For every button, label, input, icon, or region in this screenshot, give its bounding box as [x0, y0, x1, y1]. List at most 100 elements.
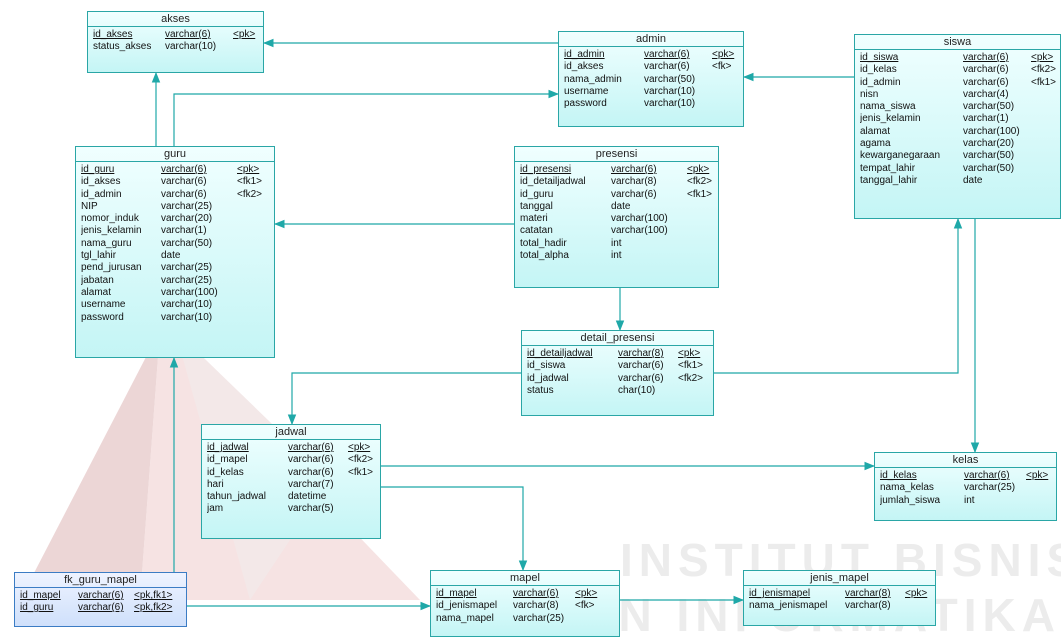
column-key: <pk> — [233, 29, 256, 40]
column-type: varchar(1) — [161, 225, 207, 237]
column-type: varchar(8) — [513, 600, 559, 612]
link-guru-admin — [173, 89, 560, 146]
column-type: varchar(50) — [644, 73, 696, 85]
column-type: varchar(4) — [963, 88, 1009, 100]
column-type: varchar(10) — [644, 98, 696, 110]
column-key: <fk1> — [687, 188, 713, 200]
column-row: total_alpha int — [520, 250, 713, 262]
column-type: varchar(50) — [161, 237, 213, 249]
column-name: id_kelas — [880, 470, 917, 481]
column-key: <pk> — [678, 348, 701, 359]
column-name: id_detailjadwal — [520, 176, 586, 188]
column-name: NIP — [81, 200, 98, 212]
column-type: varchar(25) — [513, 612, 565, 624]
column-type: varchar(50) — [963, 101, 1015, 113]
column-type: varchar(8) — [611, 176, 657, 188]
column-type: varchar(100) — [161, 286, 218, 298]
column-type: int — [964, 494, 975, 506]
column-key: <fk2> — [237, 188, 263, 200]
column-type: varchar(1) — [963, 113, 1009, 125]
column-type: int — [611, 237, 622, 249]
column-key: <fk2> — [1031, 64, 1057, 76]
column-key: <pk> — [1026, 470, 1049, 481]
column-type: varchar(8) — [618, 348, 664, 359]
column-name: id_siswa — [860, 52, 899, 63]
column-type: varchar(10) — [644, 85, 696, 97]
column-type: varchar(25) — [161, 262, 213, 274]
entity-title: admin — [559, 32, 743, 47]
column-row: id_detailjadwal varchar(8) <fk2> — [520, 176, 713, 188]
link-detail-siswa — [714, 217, 963, 374]
column-name: id_kelas — [860, 64, 897, 76]
column-name: agama — [860, 138, 891, 150]
column-name: tempat_lahir — [860, 162, 916, 174]
column-name: catatan — [520, 225, 553, 237]
column-name: tanggal_lahir — [860, 174, 918, 186]
column-type: int — [611, 250, 622, 262]
link-detail-jadwal — [287, 372, 521, 426]
column-name: id_presensi — [520, 164, 572, 175]
column-name: id_admin — [860, 76, 901, 88]
column-name: id_guru — [520, 188, 554, 200]
entity-title: jadwal — [202, 425, 380, 440]
column-key: <fk2> — [687, 176, 713, 188]
column-name: total_alpha — [520, 250, 569, 262]
entity-title: kelas — [875, 453, 1056, 468]
column-type: varchar(25) — [161, 200, 213, 212]
column-type: varchar(6) — [963, 52, 1009, 63]
entity-title: jenis_mapel — [744, 571, 935, 586]
column-name: username — [81, 299, 126, 311]
column-key: <pk> — [348, 442, 371, 453]
column-type: varchar(6) — [513, 588, 559, 599]
column-type: varchar(5) — [288, 503, 334, 515]
column-name: id_jadwal — [207, 442, 249, 453]
column-key: <fk1> — [237, 176, 263, 188]
column-name: materi — [520, 213, 548, 225]
column-name: nama_jenismapel — [749, 600, 828, 612]
column-type: varchar(20) — [963, 138, 1015, 150]
column-type: varchar(6) — [78, 590, 124, 601]
